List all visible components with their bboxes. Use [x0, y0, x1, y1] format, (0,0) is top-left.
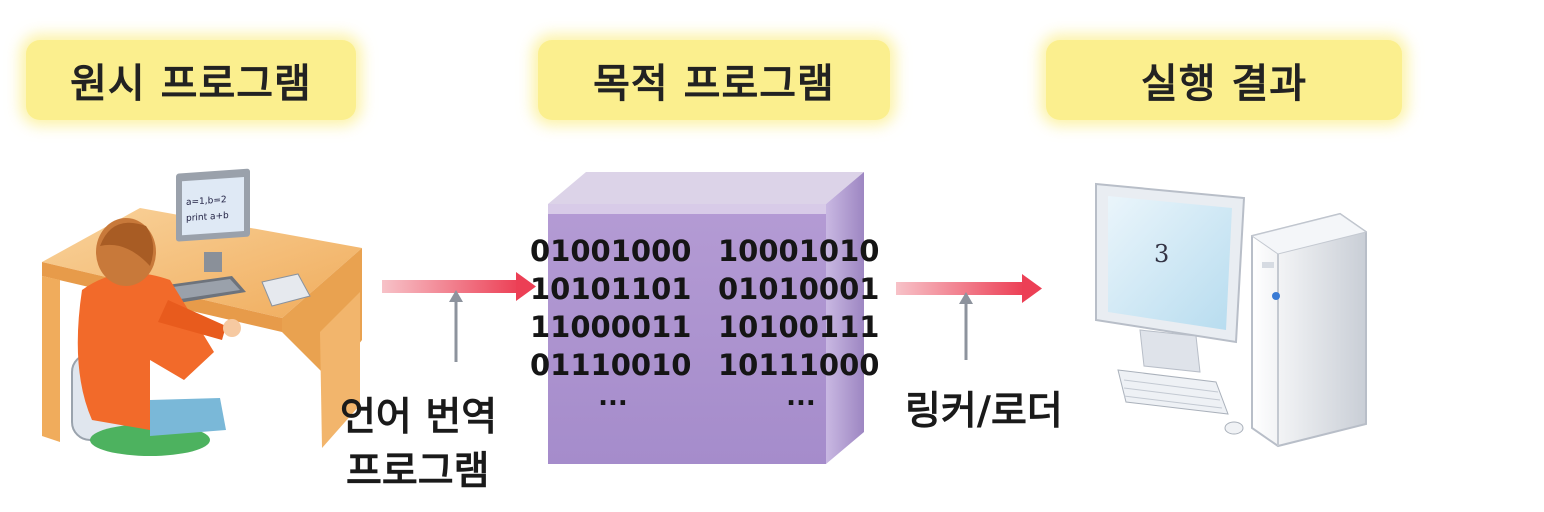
monitor-screen-digit: 3 [1154, 240, 1169, 268]
binary-cell: 10111000 [718, 348, 880, 382]
binary-row: 10101101 01010001 [530, 270, 910, 308]
binary-cell: 01110010 [530, 348, 692, 382]
person-at-desk-illustration: a=1,b=2 print a+b [42, 168, 362, 456]
binary-row: 01001000 10001010 [530, 232, 910, 270]
binary-ellipsis-row: ... ... [530, 378, 910, 416]
binary-cell: 10100111 [718, 310, 880, 344]
binary-cell: 01001000 [530, 234, 692, 268]
binary-ellipsis: ... [786, 382, 816, 412]
translator-caption-line1: 언어 번역 [340, 395, 498, 440]
svg-text:a=1,b=2: a=1,b=2 [186, 195, 227, 208]
source-program-label: 원시 프로그램 [26, 40, 356, 120]
execution-result-label: 실행 결과 [1046, 40, 1402, 120]
translator-caption-line2: 프로그램 [346, 449, 490, 494]
computer-illustration: 3 [1095, 182, 1368, 448]
binary-cell: 11000011 [530, 310, 692, 344]
object-program-label: 목적 프로그램 [538, 40, 890, 120]
binary-code-block: 01001000 10001010 10101101 01010001 1100… [530, 232, 910, 416]
binary-row: 11000011 10100111 [530, 308, 910, 346]
svg-text:print a+b: print a+b [186, 211, 229, 224]
binary-cell: 01010001 [718, 272, 880, 306]
arrow-to-execution-result [896, 274, 1042, 360]
linker-loader-caption: 링커/로더 [905, 389, 1063, 434]
binary-row: 01110010 10111000 [530, 346, 910, 384]
object-program-cube [548, 172, 864, 464]
arrow-to-object-program [382, 272, 536, 362]
binary-ellipsis: ... [598, 382, 628, 412]
binary-cell: 10001010 [718, 234, 880, 268]
binary-cell: 10101101 [530, 272, 692, 306]
